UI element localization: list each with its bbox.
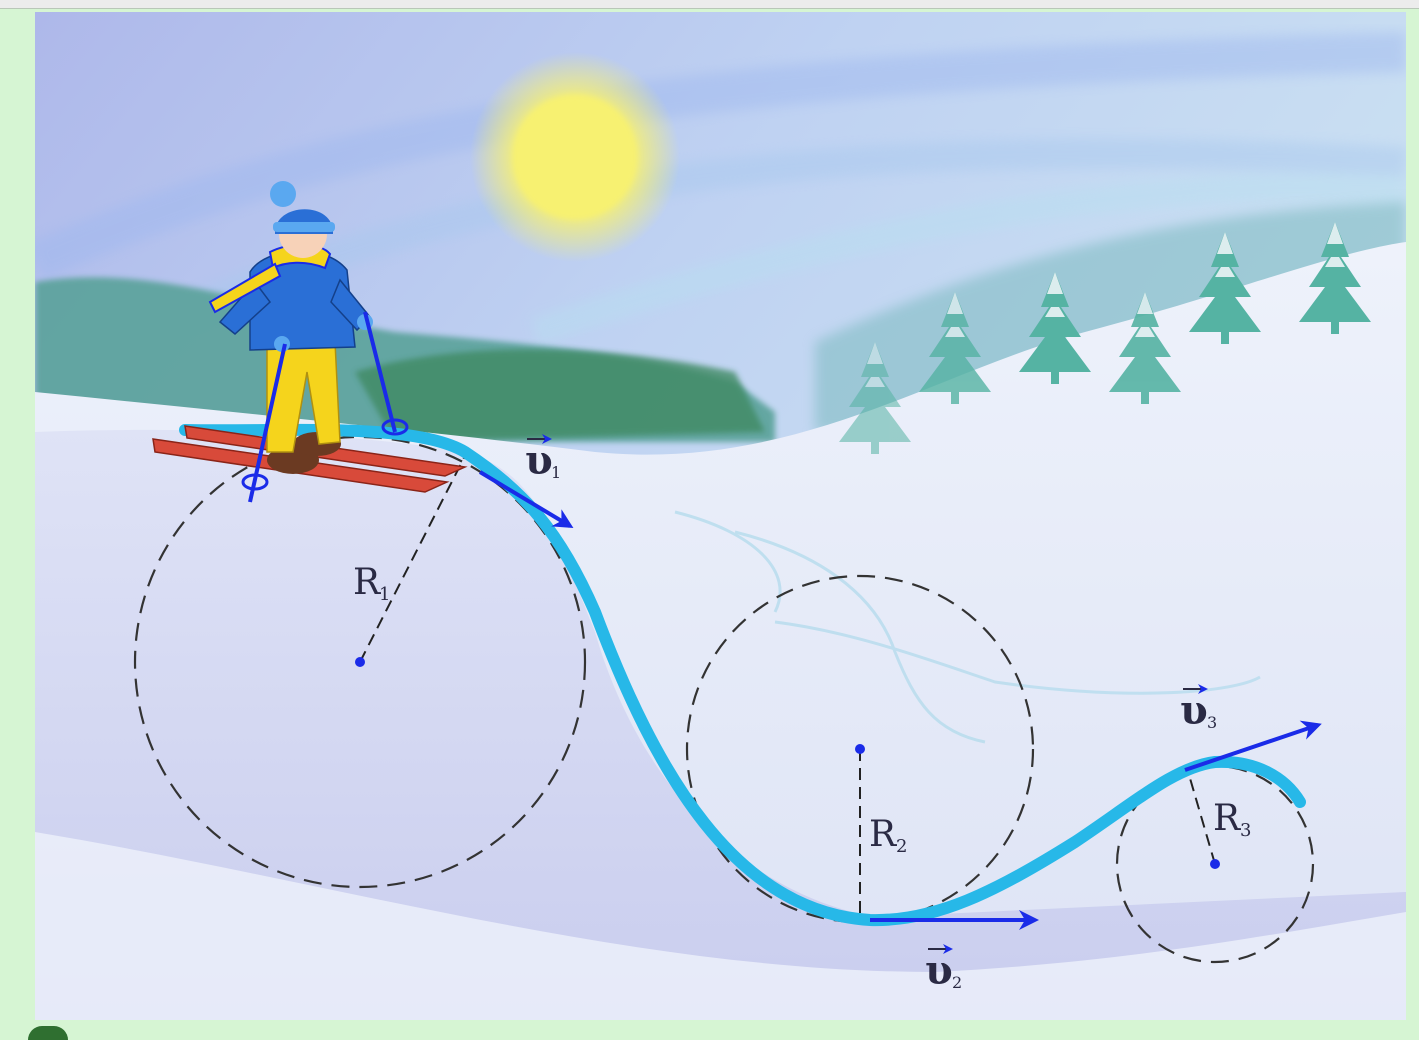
- label-r1-letter: R: [353, 562, 381, 603]
- corner-decoration-icon: [28, 1026, 68, 1040]
- lower-snow: [35, 832, 1406, 1020]
- radii: [359, 451, 1216, 922]
- radius-r1: [359, 451, 468, 663]
- center-r1: [355, 657, 365, 667]
- label-v1: υ 1: [525, 434, 561, 484]
- center-r3: [1210, 859, 1220, 869]
- label-v2-letter: υ: [925, 947, 953, 994]
- velocity-vector-3: [1184, 720, 1322, 772]
- label-r3-letter: R: [1213, 798, 1241, 839]
- label-r1-subscript: 1: [379, 584, 390, 605]
- label-r2: R 2: [869, 814, 907, 857]
- sun-icon: [513, 95, 637, 219]
- label-v2-subscript: 2: [952, 973, 962, 992]
- label-r2-letter: R: [869, 814, 897, 855]
- foreground-hill: [35, 429, 1406, 1020]
- label-v3-subscript: 3: [1207, 713, 1217, 732]
- label-r3-subscript: 3: [1240, 820, 1251, 841]
- circle-r2: [685, 574, 1035, 924]
- center-r2: [855, 744, 865, 754]
- frame-top-border: [0, 0, 1419, 9]
- label-v3: υ 3: [1180, 684, 1217, 734]
- label-v2: υ 2: [925, 944, 962, 994]
- ski-traces: [674, 510, 1261, 744]
- velocity-vector-1: [478, 470, 574, 529]
- ski-track: [179, 423, 1306, 927]
- velocity-vectors: [478, 470, 1322, 930]
- label-r3: R 3: [1213, 798, 1251, 841]
- label-r2-subscript: 2: [896, 836, 907, 857]
- skier-icon: [152, 181, 468, 503]
- circle-r1: [133, 435, 587, 889]
- label-v3-letter: υ: [1180, 687, 1208, 734]
- label-r1: R 1: [353, 562, 390, 605]
- radius-r3: [1186, 767, 1216, 865]
- skier-trajectory-illustration: R 1 R 2 R 3 υ 1 υ 2 υ: [35, 12, 1406, 1020]
- label-v1-letter: υ: [525, 437, 553, 484]
- label-v1-subscript: 1: [551, 463, 561, 482]
- distant-forest-dark: [355, 349, 765, 442]
